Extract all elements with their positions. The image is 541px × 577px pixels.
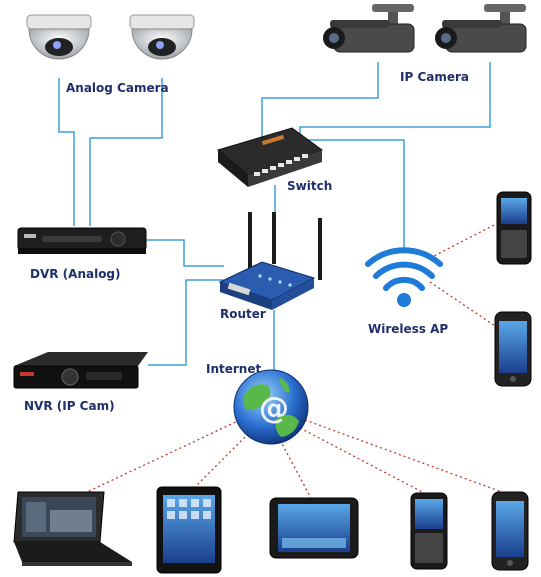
wlink-ap-phone-top <box>429 223 497 259</box>
wlink-globe-android-tablet <box>279 439 313 501</box>
smartphone-icon <box>491 491 529 571</box>
wifi-icon <box>365 247 443 307</box>
dome-camera-icon <box>26 14 92 60</box>
label-nvr: NVR (IP Cam) <box>24 399 115 413</box>
wlink-ap-phone-bottom <box>429 281 499 329</box>
link-analog-camera-2-dvr <box>89 78 163 226</box>
label-internet: Internet <box>206 362 261 376</box>
bullet-camera-icon <box>323 4 415 53</box>
nvr-icon <box>13 352 148 389</box>
globe-icon: @ <box>233 369 309 445</box>
dome-camera-icon <box>129 14 195 60</box>
label-ip-camera: IP Camera <box>400 70 469 84</box>
smartphone-icon <box>496 191 532 265</box>
wireless-links <box>69 223 503 501</box>
link-dvr-router <box>145 239 224 267</box>
dvr-icon <box>17 227 147 254</box>
wlink-globe-blackberry <box>299 427 429 496</box>
smartphone-icon <box>494 311 532 387</box>
switch-icon <box>216 127 324 187</box>
label-switch: Switch <box>287 179 332 193</box>
label-router: Router <box>220 307 266 321</box>
tablet-icon <box>269 497 359 559</box>
tablet-icon <box>156 486 222 574</box>
smartphone-icon <box>410 492 448 570</box>
router-icon <box>218 212 322 310</box>
link-nvr-router <box>148 279 224 366</box>
label-analog-camera: Analog Camera <box>66 81 169 95</box>
link-ip-camera-1-switch <box>261 62 379 140</box>
svg-text:@: @ <box>259 391 289 426</box>
wlink-globe-laptop <box>69 419 241 501</box>
link-switch-wireless-ap <box>300 139 405 250</box>
bullet-camera-icon <box>435 4 527 53</box>
label-dvr: DVR (Analog) <box>30 267 121 281</box>
label-wireless-ap: Wireless AP <box>368 322 448 336</box>
laptop-icon <box>13 491 132 566</box>
link-analog-camera-1-dvr <box>58 78 75 226</box>
wlink-globe-iphone <box>304 419 503 493</box>
